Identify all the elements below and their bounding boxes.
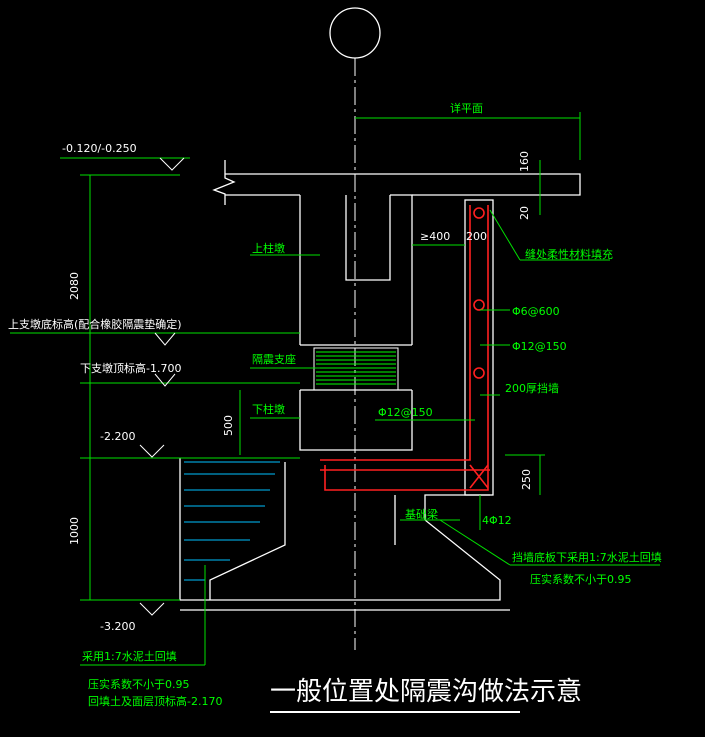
dim-200: 200 xyxy=(466,230,487,243)
rebar-dot-3 xyxy=(473,207,485,219)
note-left-1: 采用1:7水泥土回填 xyxy=(82,649,177,663)
backfill-hatch xyxy=(184,461,280,581)
break-line xyxy=(212,160,236,205)
rebar-x2 xyxy=(469,464,489,489)
rebar-wall-outer xyxy=(324,205,489,491)
foundation-outline xyxy=(179,458,501,601)
rebar-dot-1 xyxy=(473,299,485,311)
rebar-dot-2 xyxy=(473,367,485,379)
label-upper-pier: 上柱墩 xyxy=(252,241,285,255)
label-retaining: 200厚挡墙 xyxy=(505,381,559,395)
label-filler: 缝处柔性材料填充 xyxy=(525,247,613,261)
dim-1000: 1000 xyxy=(68,517,81,545)
label-foundation-beam: 基础梁 xyxy=(405,507,438,521)
dim-ge400: ≥400 xyxy=(420,230,450,243)
label-lower-pier: 下柱墩 xyxy=(252,402,285,416)
label-phi12b: Φ12@150 xyxy=(378,406,433,419)
elev-bearing-top: 下支墩顶标高-1.700 xyxy=(80,361,181,375)
axis-bubble xyxy=(329,7,381,59)
elev-mid: -2.200 xyxy=(100,430,135,443)
pier-right-edge xyxy=(390,194,413,345)
foundation-left-step xyxy=(209,462,286,600)
label-phi12a: Φ12@150 xyxy=(512,340,567,353)
elev-top: -0.120/-0.250 xyxy=(62,142,137,155)
isolator-layers xyxy=(316,351,396,385)
beam-section xyxy=(345,195,391,281)
label-isolator: 隔震支座 xyxy=(252,352,296,366)
leader-lines xyxy=(80,209,660,666)
elev-bearing-bottom: 上支墩底标高(配合橡胶隔震垫确定) xyxy=(8,317,182,331)
dim-250: 250 xyxy=(520,469,533,490)
elevation-markers xyxy=(139,157,185,616)
note-left-2: 压实系数不小于0.95 xyxy=(88,677,190,691)
floor-slab xyxy=(225,173,581,196)
retaining-wall xyxy=(464,199,494,496)
dim-2080: 2080 xyxy=(68,272,81,300)
drawing-title: 一般位置处隔震沟做法示意 xyxy=(270,677,582,707)
dim-160: 160 xyxy=(518,151,531,172)
dimension-lines xyxy=(10,112,581,601)
dim-500: 500 xyxy=(222,415,235,436)
label-plan: 详平面 xyxy=(450,101,483,115)
note-right-2: 压实系数不小于0.95 xyxy=(530,572,632,586)
label-phi6: Φ6@600 xyxy=(512,305,560,318)
note-right-1: 挡墙底板下采用1:7水泥土回填 xyxy=(512,550,662,564)
note-left-3: 回填土及面层顶标高-2.170 xyxy=(88,694,222,708)
elev-bottom: -3.200 xyxy=(100,620,135,633)
dim-20: 20 xyxy=(518,206,531,220)
rebar-wall-inner xyxy=(320,205,471,461)
label-4phi12: 4Φ12 xyxy=(482,514,512,527)
